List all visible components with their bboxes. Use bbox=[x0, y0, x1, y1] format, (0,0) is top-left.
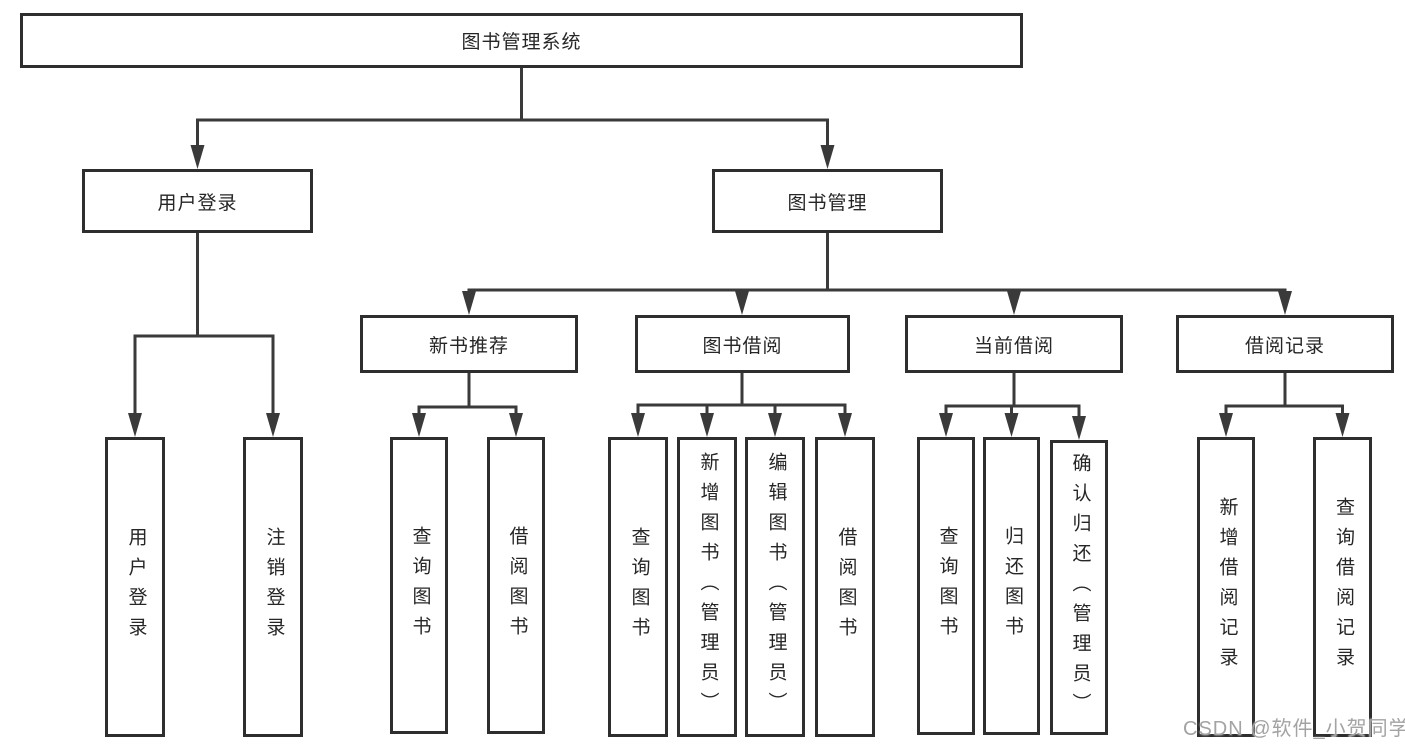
leaf-bb-edit-books: 编辑图书（管理员） bbox=[745, 437, 805, 737]
node-borrow-records-label: 借阅记录 bbox=[1244, 335, 1325, 357]
node-book-mgmt: 图书管理 bbox=[712, 169, 943, 233]
leaf-cb-confirm-return: 确认归还（管理员） bbox=[1050, 440, 1108, 735]
connector-book-mgmt-to-level3 bbox=[462, 233, 1292, 315]
connector-user-login-to-leaves bbox=[128, 233, 280, 437]
leaf-bb-add-books: 新增图书（管理员） bbox=[677, 437, 737, 737]
leaf-user-login: 用户登录 bbox=[105, 437, 165, 737]
leaf-cb-return-books: 归还图书 bbox=[983, 437, 1040, 735]
leaf-nb-query-books: 查询图书 bbox=[390, 437, 448, 734]
connector-new-book-rec-to-leaves bbox=[412, 373, 523, 437]
node-current-borrow: 当前借阅 bbox=[905, 315, 1123, 373]
connector-current-borrow-to-leaves bbox=[939, 373, 1086, 440]
leaf-br-query-record: 查询借阅记录 bbox=[1313, 437, 1372, 737]
connector-root-to-level2 bbox=[190, 68, 835, 169]
node-new-book-rec: 新书推荐 bbox=[360, 315, 578, 373]
leaf-bb-query-books: 查询图书 bbox=[608, 437, 668, 737]
node-user-login: 用户登录 bbox=[82, 169, 313, 233]
node-current-borrow-label: 当前借阅 bbox=[973, 335, 1054, 357]
node-user-login-label: 用户登录 bbox=[157, 192, 238, 214]
node-book-borrow-label: 图书借阅 bbox=[702, 335, 783, 357]
leaf-bb-borrow-books: 借阅图书 bbox=[815, 437, 875, 737]
leaf-nb-borrow-books: 借阅图书 bbox=[487, 437, 545, 734]
connector-book-borrow-to-leaves bbox=[631, 373, 852, 437]
node-new-book-rec-label: 新书推荐 bbox=[428, 335, 509, 357]
leaf-cb-query-books: 查询图书 bbox=[917, 437, 975, 735]
connector-borrow-records-to-leaves bbox=[1219, 373, 1350, 437]
csdn-watermark: CSDN @软件_小贺同学 bbox=[1183, 718, 1405, 740]
node-book-mgmt-label: 图书管理 bbox=[787, 192, 868, 214]
node-root: 图书管理系统 bbox=[20, 13, 1023, 68]
leaf-br-add-record: 新增借阅记录 bbox=[1197, 437, 1255, 737]
leaf-logout: 注销登录 bbox=[243, 437, 303, 737]
node-borrow-records: 借阅记录 bbox=[1176, 315, 1394, 373]
node-book-borrow: 图书借阅 bbox=[635, 315, 850, 373]
node-root-label: 图书管理系统 bbox=[461, 32, 582, 53]
